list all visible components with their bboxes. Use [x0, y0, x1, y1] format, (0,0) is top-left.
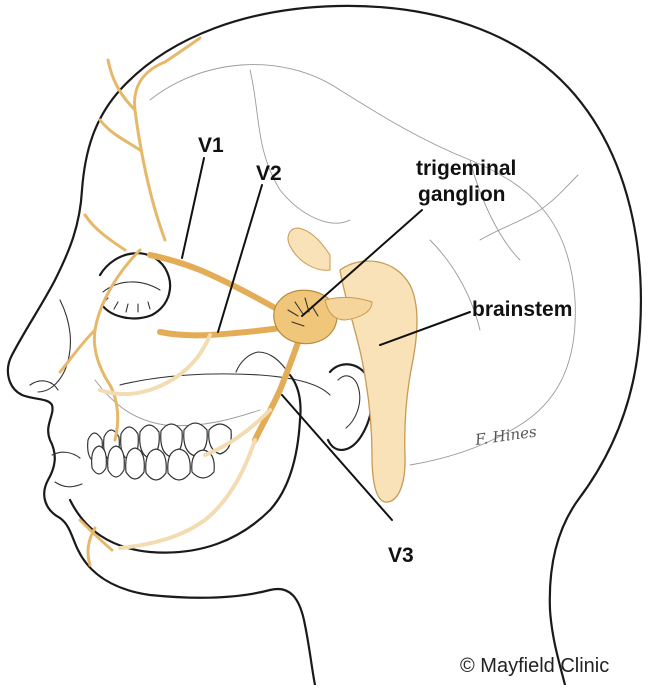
lip	[52, 452, 82, 487]
nose-bone	[38, 300, 70, 392]
cerebral-peduncle	[288, 228, 330, 270]
v2-leader	[218, 185, 262, 332]
label-trigeminal: trigeminal	[416, 157, 516, 180]
label-v1: V1	[198, 134, 224, 157]
mandible-ramus	[236, 352, 290, 375]
label-v3: V3	[388, 544, 414, 567]
v1-leader	[182, 158, 204, 258]
brainstem	[340, 261, 417, 502]
ear-inner	[338, 376, 360, 428]
label-brainstem: brainstem	[472, 298, 572, 321]
v2-branch	[100, 335, 210, 394]
face-profile	[8, 6, 338, 685]
label-v2: V2	[256, 162, 282, 185]
nostril	[30, 381, 58, 390]
maxilla	[95, 380, 260, 426]
eye-lashes	[102, 298, 150, 312]
label-ganglion: ganglion	[418, 183, 506, 206]
nerve-branches	[60, 38, 200, 565]
artist-signature: F. Hines	[473, 423, 538, 450]
copyright-text: © Mayfield Clinic	[460, 655, 609, 677]
